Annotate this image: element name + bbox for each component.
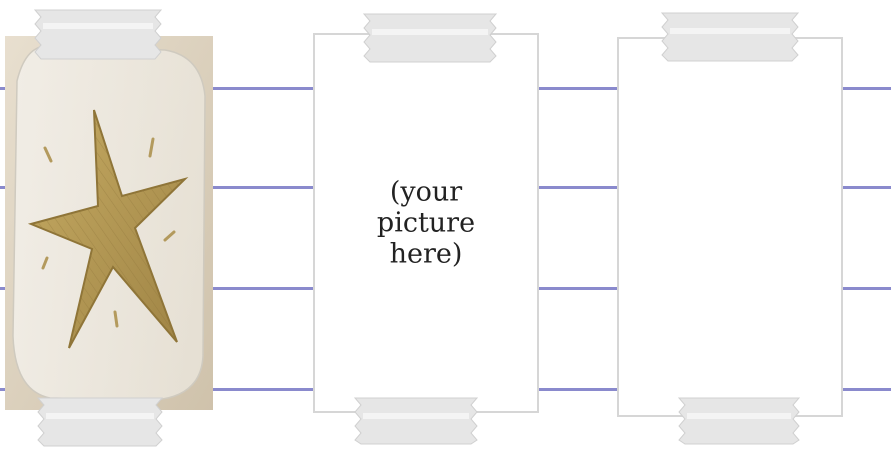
caption-line-3: here) <box>389 238 463 270</box>
tape-bottom-left <box>36 397 164 447</box>
blank-frame <box>617 37 843 417</box>
star-stencil-image <box>5 36 213 410</box>
tape-top-right <box>660 12 800 62</box>
caption-line-1: (your <box>389 176 463 208</box>
star-shape <box>27 109 189 349</box>
placeholder-caption: (your picture here) <box>315 176 537 269</box>
tape-bottom-right <box>677 397 801 445</box>
example-photo <box>5 36 213 410</box>
caption-line-2: picture <box>376 207 476 239</box>
tape-top-middle <box>362 13 498 63</box>
placeholder-frame: (your picture here) <box>313 33 539 413</box>
sparkle-marks <box>41 137 176 328</box>
tape-top-left <box>33 9 163 60</box>
tape-bottom-middle <box>353 397 479 445</box>
